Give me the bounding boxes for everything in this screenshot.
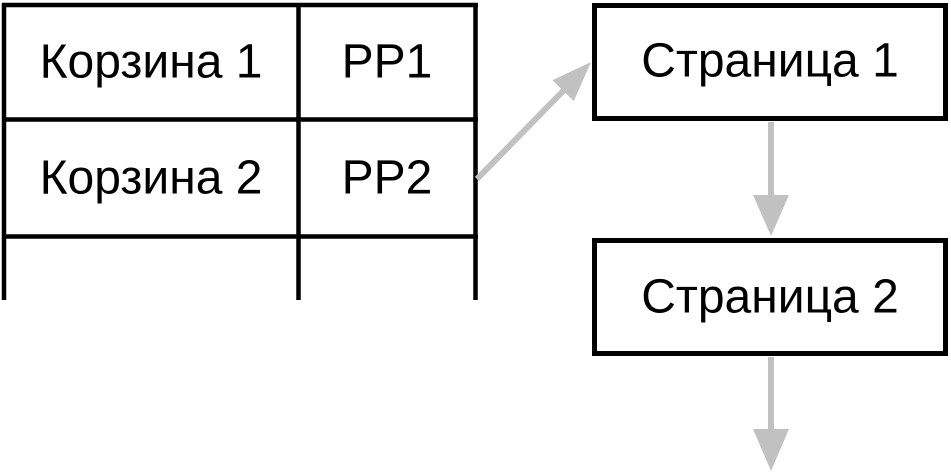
page1-box: [592, 3, 948, 121]
page2-node: Страница 2: [592, 238, 948, 356]
arrowhead-icon: [753, 195, 789, 236]
page2-label: Страница 2: [641, 271, 899, 324]
arrowhead-icon: [552, 62, 591, 102]
page1-label: Страница 1: [641, 35, 899, 88]
table-cell-basket-2: Корзина 2: [40, 152, 263, 205]
page2-box: [592, 238, 948, 356]
arrow-pp2-to-page1: [474, 62, 591, 182]
arrow-page1-to-page2: [753, 122, 789, 236]
arrow-page2-down: [753, 357, 789, 471]
table-cell-pp-2: PP2: [342, 152, 433, 205]
baskets-table: Корзина 1 PP1 Корзина 2 PP2: [1, 2, 478, 300]
table-cell-pp-1: PP1: [342, 36, 433, 89]
page1-node: Страница 1: [592, 3, 948, 121]
arrow-shaft: [474, 86, 568, 182]
table-cell-basket-1: Корзина 1: [40, 36, 263, 89]
arrowhead-icon: [753, 429, 789, 471]
